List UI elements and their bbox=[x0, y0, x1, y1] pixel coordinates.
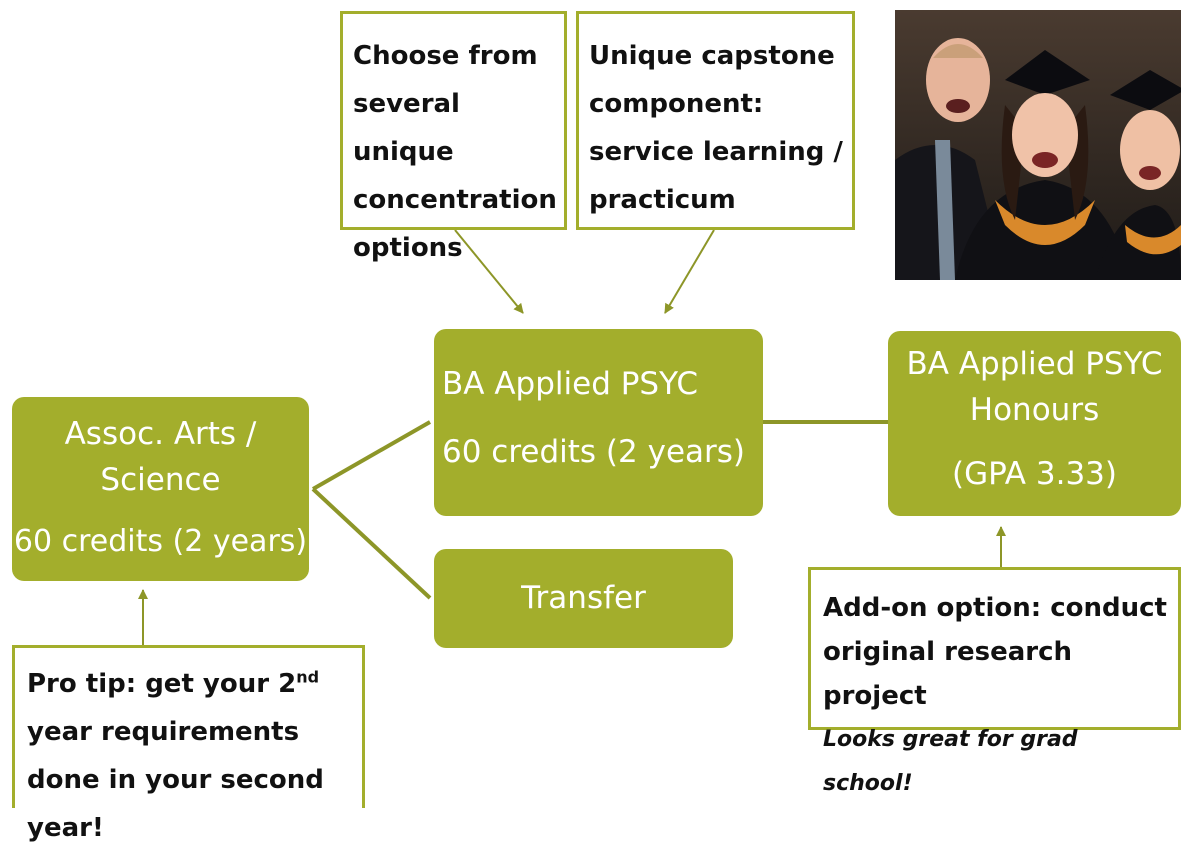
mouth-left bbox=[946, 99, 970, 113]
node-assoc-line2: Science bbox=[100, 462, 221, 498]
node-honours-line1: BA Applied PSYC bbox=[906, 346, 1163, 382]
arrow-capstone-to-ba bbox=[664, 229, 715, 314]
graduates-photo bbox=[895, 10, 1181, 280]
face-middle bbox=[1012, 93, 1078, 177]
node-ba-line2: 60 credits (2 years) bbox=[442, 434, 746, 470]
node-transfer: Transfer bbox=[434, 549, 733, 648]
node-ba-line1: BA Applied PSYC bbox=[442, 366, 698, 402]
connector-assoc-to-ba bbox=[312, 420, 431, 491]
face-left bbox=[926, 38, 990, 122]
callout-protip-text-after: year requirements done in your second ye… bbox=[27, 717, 324, 843]
node-assoc-line3: 60 credits (2 years) bbox=[13, 524, 308, 559]
hood-middle bbox=[995, 200, 1095, 245]
callout-capstone: Unique capstone component: service learn… bbox=[576, 11, 855, 230]
callout-addon-line2: original research project bbox=[823, 637, 1072, 711]
callout-protip-text-before: Pro tip: get your 2 bbox=[27, 669, 297, 699]
callout-pro-tip: Pro tip: get your 2nd year requirements … bbox=[12, 645, 365, 843]
node-honours-line3: (GPA 3.33) bbox=[951, 456, 1117, 492]
callout-concentration: Choose from several unique concentration… bbox=[340, 11, 567, 263]
node-transfer-label: Transfer bbox=[521, 580, 646, 616]
hair-left bbox=[933, 44, 983, 58]
connector-layer bbox=[138, 229, 1006, 645]
hood-right bbox=[1125, 225, 1181, 255]
connector-assoc-to-transfer bbox=[311, 487, 432, 600]
node-assoc-arts-science: Assoc. Arts / Science 60 credits (2 year… bbox=[12, 397, 309, 581]
arrow-concentration-to-ba bbox=[454, 229, 524, 314]
callout-add-on: Add-on option: conduct original research… bbox=[808, 567, 1181, 796]
callout-concentration-text: Choose from several unique concentration… bbox=[353, 41, 557, 263]
callout-capstone-text: Unique capstone component: service learn… bbox=[589, 41, 843, 215]
callout-addon-line3: Looks great for grad school! bbox=[823, 727, 1078, 796]
shirt-left bbox=[935, 140, 955, 280]
node-honours-line2: Honours bbox=[969, 392, 1100, 428]
graduates-illustration bbox=[895, 10, 1181, 280]
callout-protip-superscript: nd bbox=[296, 667, 320, 687]
face-right bbox=[1120, 110, 1180, 190]
node-ba-honours: BA Applied PSYC Honours (GPA 3.33) bbox=[888, 331, 1181, 516]
mouth-right bbox=[1139, 166, 1161, 180]
mouth-middle bbox=[1032, 152, 1058, 168]
cap-middle bbox=[1005, 50, 1090, 95]
node-ba-applied-psyc: BA Applied PSYC 60 credits (2 years) bbox=[434, 329, 763, 516]
callout-protip-text: Pro tip: get your 2nd year requirements … bbox=[27, 660, 356, 852]
node-assoc-line1: Assoc. Arts / bbox=[64, 416, 257, 452]
cap-right bbox=[1110, 70, 1181, 110]
callout-addon-line1: Add-on option: conduct bbox=[823, 593, 1167, 623]
